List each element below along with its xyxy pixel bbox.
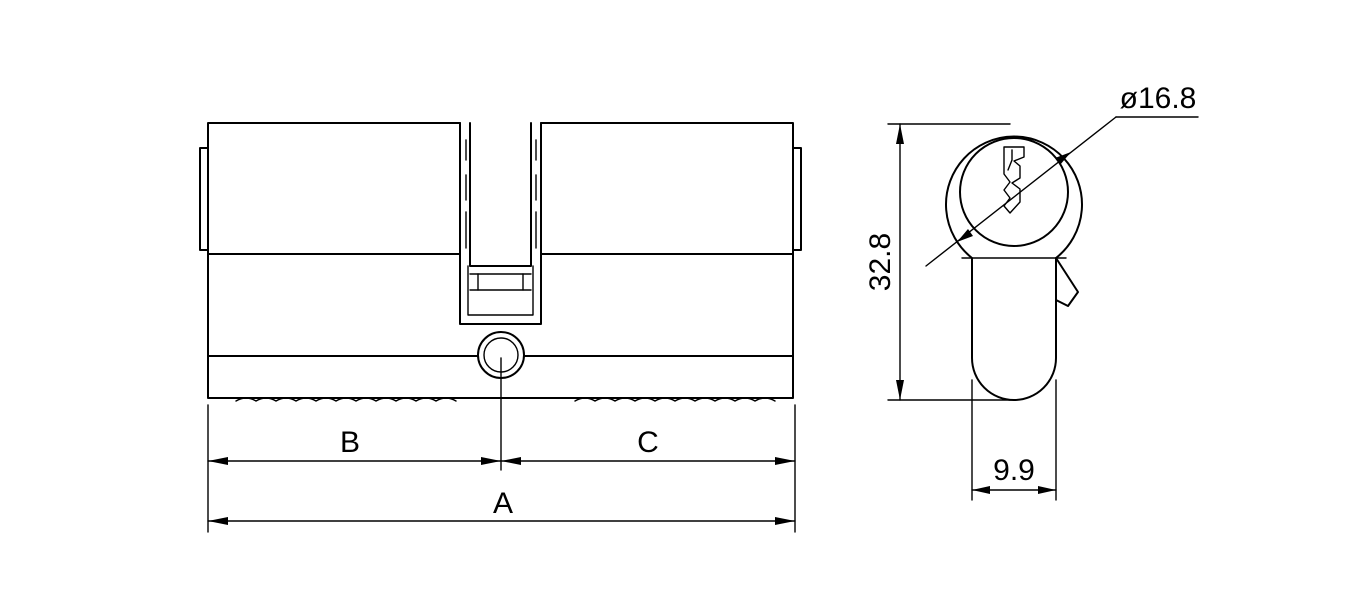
cam-outer (469, 122, 532, 267)
arrow-b-left (208, 457, 228, 465)
left-plug-body (207, 122, 461, 255)
arrow-c-left (501, 457, 521, 465)
dim-label-a: A (493, 487, 513, 520)
keyway-ridge (1007, 149, 1013, 171)
dim-label-diameter: ø16.8 (1120, 82, 1197, 115)
arrow-c-right (775, 457, 795, 465)
dim-label-width: 9.9 (993, 454, 1035, 487)
arrow-height-bottom (896, 380, 904, 400)
arrow-a-right (775, 517, 795, 525)
arrow-width-left (972, 486, 990, 494)
arrow-diameter-lower (957, 229, 973, 242)
arrow-a-left (208, 517, 228, 525)
arrow-diameter-upper (1055, 152, 1071, 165)
wave-left (235, 397, 457, 402)
right-plug-body (540, 122, 794, 255)
keyway (1003, 146, 1025, 214)
arrow-width-right (1038, 486, 1056, 494)
arrow-b-right (481, 457, 501, 465)
cylinder-end-view (945, 135, 1083, 401)
dim-label-height: 32.8 (864, 233, 897, 291)
cam-inner (467, 265, 534, 316)
diameter-leader (925, 116, 1117, 267)
cam-slot-outer (459, 122, 542, 325)
side-view-dimensions: B C A (207, 357, 796, 533)
left-end-step (199, 147, 209, 251)
dim-label-c: C (637, 426, 659, 459)
right-end-step (792, 147, 802, 251)
plug-face (959, 137, 1069, 247)
wave-right (574, 397, 776, 402)
dim-label-b: B (340, 426, 360, 459)
cam-tab (1055, 257, 1079, 307)
end-view-dimensions: 32.8 9.9 ø16.8 (864, 82, 1199, 501)
arrow-height-top (896, 124, 904, 144)
